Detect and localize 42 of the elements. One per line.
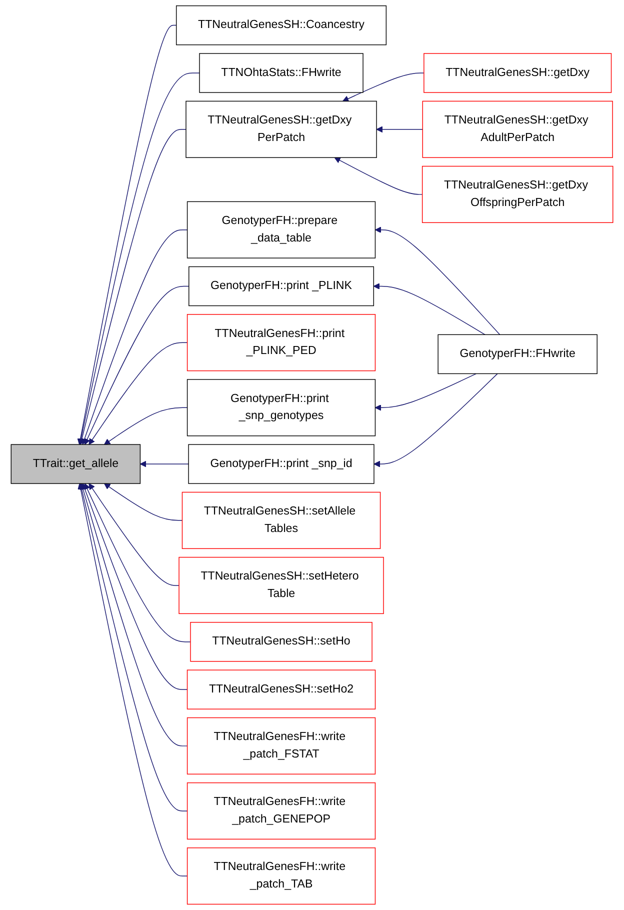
node-box: TTNeutralGenesFH::print _PLINK_PED (186, 314, 376, 372)
node-box: TTrait::get_allele (10, 444, 141, 484)
arrow (78, 483, 188, 876)
arrow (88, 483, 180, 586)
node-box: GenotyperFH::print _snp_id (188, 444, 374, 484)
arrow (374, 373, 477, 411)
node-box: GenotyperFH::print _snp_genotypes (186, 379, 376, 436)
arrow (104, 407, 188, 445)
node-box: TTNeutralGenesSH::setHo2 (186, 670, 376, 710)
arrow (80, 483, 188, 746)
node-box: TTNeutralGenesSH::setAllele Tables (182, 492, 381, 549)
arrow (82, 483, 188, 690)
arrow (373, 283, 486, 336)
arrow (84, 483, 191, 642)
node-box: TTNOhtaStats::FHwrite (199, 53, 364, 93)
arrow (78, 129, 186, 445)
node-box: TTNeutralGenesFH::write _patch_GENEPOP (186, 782, 376, 840)
arrow (374, 373, 498, 468)
node-box: TTNeutralGenesSH::setHo (190, 622, 372, 662)
arrow (77, 24, 177, 445)
arrow (374, 226, 500, 336)
arrow (104, 483, 183, 521)
arrow (81, 229, 188, 445)
arrow (140, 460, 189, 468)
node-box: TTNeutralGenesSH::setHetero Table (178, 556, 384, 614)
arrow (78, 483, 188, 812)
arrow (334, 157, 423, 195)
node-box: TTNeutralGenesFH::write _patch_TAB (186, 847, 376, 905)
arrow (376, 126, 423, 133)
node-box: TTNeutralGenesSH::getDxy (424, 53, 612, 93)
node-box: GenotyperFH::print _PLINK (188, 266, 374, 306)
node-box: TTNeutralGenesSH::Coancestry (176, 5, 387, 46)
node-box: TTNeutralGenesSH::getDxy OffspringPerPatch (422, 166, 614, 223)
node-box: TTNeutralGenesFH::write _patch_FSTAT (186, 717, 376, 774)
node-box: GenotyperFH::prepare _data_table (186, 201, 376, 258)
node-box: TTNeutralGenesSH::getDxy AdultPerPatch (422, 100, 613, 158)
arrow (78, 72, 200, 445)
arrow (88, 342, 188, 445)
arrow (342, 72, 424, 102)
arrow (84, 286, 190, 445)
node-box: TTNeutralGenesSH::getDxy PerPatch (186, 100, 377, 158)
node-box: GenotyperFH::FHwrite (438, 334, 598, 374)
